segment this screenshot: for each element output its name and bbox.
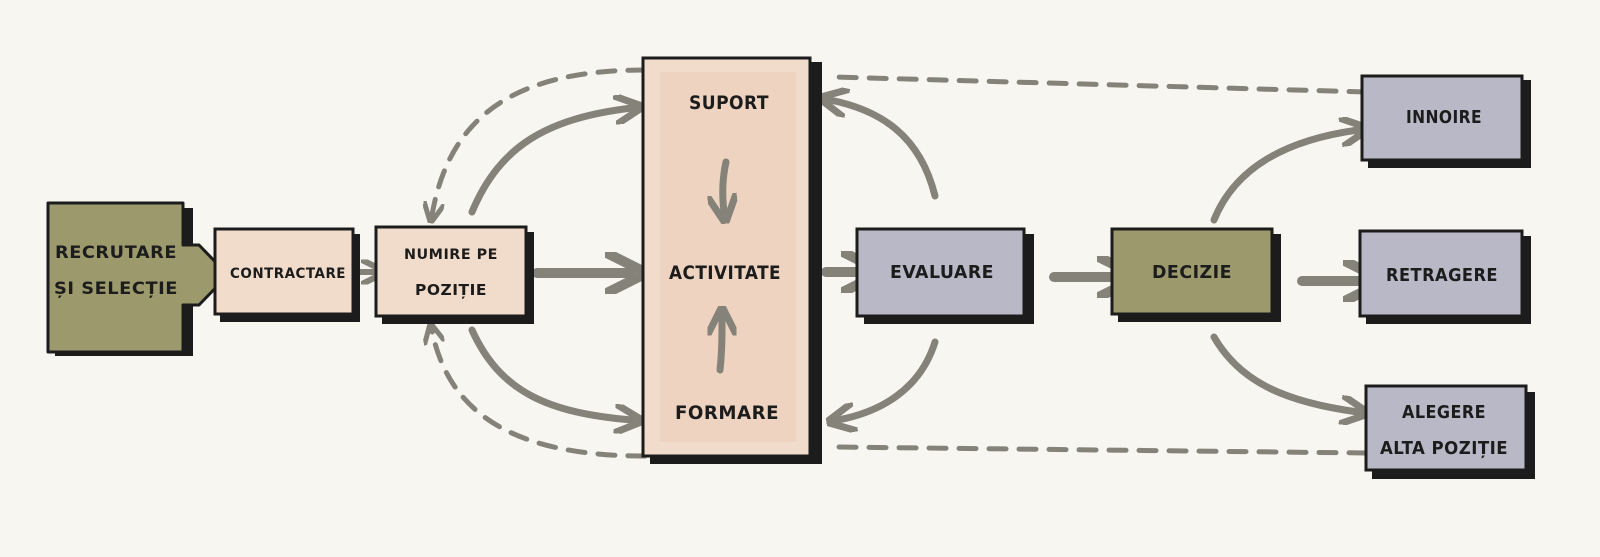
numire-label-line1: NUMIRE PE (404, 247, 498, 263)
node-retragere: RETRAGERE (1358, 229, 1531, 324)
node-numire: NUMIRE PE POZIȚIE (374, 225, 534, 324)
node-decizie: DECIZIE (1110, 227, 1281, 322)
evaluare-label: EVALUARE (890, 262, 994, 283)
formare-label: FORMARE (675, 402, 779, 424)
retragere-label: RETRAGERE (1386, 265, 1498, 286)
contractare-label: CONTRACTARE (230, 266, 346, 282)
arrow-evaluare-suport (830, 100, 939, 200)
arrow-decizie-alegere (1210, 333, 1358, 412)
suport-label: SUPORT (689, 92, 769, 114)
arrow-numire-formare (468, 326, 632, 420)
dashed-loop-bottom (832, 444, 1369, 456)
innoire-label: INNOIRE (1406, 107, 1482, 128)
dashed-loop-bottom-left (432, 331, 648, 459)
node-innoire: INNOIRE (1360, 74, 1531, 168)
arrow-decizie-innoire (1210, 130, 1358, 224)
alegere-label-line2: ALTA POZIȚIE (1380, 438, 1508, 459)
dashed-loop-top (832, 74, 1369, 95)
dashed-loop-top-left (432, 67, 648, 215)
node-center: SUPORT ACTIVITATE FORMARE (641, 56, 822, 464)
node-alegere: ALEGERE ALTA POZIȚIE (1364, 384, 1535, 479)
node-contractare: CONTRACTARE (213, 227, 360, 322)
node-recrutare: RECRUTARE ȘI SELECȚIE (46, 201, 230, 356)
decizie-label: DECIZIE (1152, 262, 1232, 283)
alegere-label-line1: ALEGERE (1402, 402, 1486, 423)
arrow-suport-activitate (723, 158, 726, 212)
node-evaluare: EVALUARE (855, 227, 1034, 324)
arrow-numire-suport (468, 108, 632, 216)
numire-label-line2: POZIȚIE (415, 281, 487, 299)
recrutare-label-line1: RECRUTARE (55, 243, 177, 263)
recrutare-label-line2: ȘI SELECȚIE (54, 279, 178, 299)
arrow-formare-activitate (720, 318, 722, 374)
activitate-label: ACTIVITATE (669, 262, 781, 284)
arrow-evaluare-formare (838, 338, 939, 420)
